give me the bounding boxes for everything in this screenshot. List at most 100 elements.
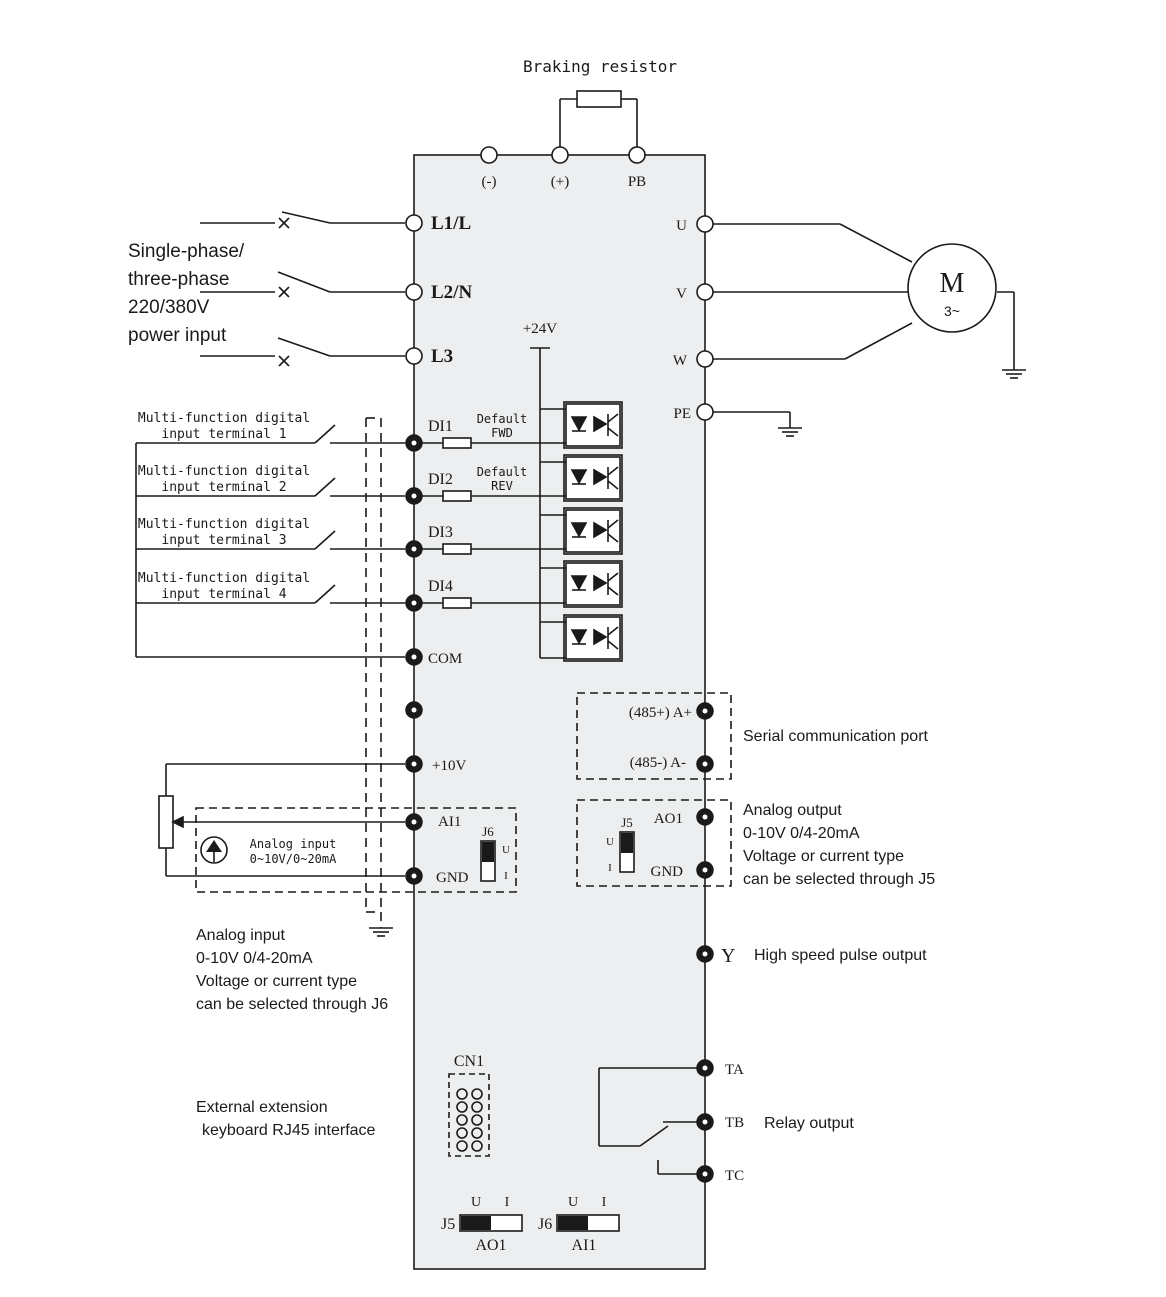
j6-label: J6 (538, 1216, 552, 1233)
di2-desc-1: Multi-function digital (138, 464, 310, 479)
optocoupler-4 (563, 560, 623, 608)
label-com: COM (428, 651, 462, 667)
ai-box-desc-1: Analog input (250, 837, 337, 851)
terminal-w (696, 350, 714, 368)
label-cn1: CN1 (454, 1053, 484, 1070)
label-ai1: AI1 (438, 814, 461, 830)
ai-desc-2: 0-10V 0/4-20mA (196, 950, 313, 967)
ao-desc-4: can be selected through J5 (743, 871, 935, 888)
terminal-u (696, 215, 714, 233)
motor-m: M (940, 268, 965, 299)
analog-input-dashed-box (195, 807, 517, 893)
label-j5-u: U (606, 836, 614, 848)
label-24v: +24V (523, 321, 557, 337)
ai-desc-4: can be selected through J6 (196, 996, 388, 1013)
label-l1: L1/L (431, 213, 471, 234)
power-input-wiring (200, 211, 405, 367)
ai-box-desc-2: 0~10V/0~20mA (250, 852, 337, 866)
braking-resistor (559, 90, 638, 147)
label-j6-mini: J6 (482, 824, 494, 839)
motor-wiring (713, 223, 1026, 437)
terminal-l1 (405, 214, 423, 232)
di3-desc-2: input terminal 3 (161, 533, 286, 548)
j6-i-label: I (602, 1195, 607, 1210)
keyboard-desc-2: keyboard RJ45 interface (202, 1122, 376, 1139)
label-j5-mini: J5 (621, 815, 633, 830)
j6-u-label: U (568, 1195, 578, 1210)
serial-desc: Serial communication port (743, 728, 929, 745)
analog-input-wiring (158, 763, 405, 877)
di2-rev: REV (491, 479, 513, 493)
power-desc-3: 220/380V (128, 297, 210, 318)
drive-body (413, 154, 706, 1270)
relay-desc: Relay output (764, 1115, 854, 1132)
label-j6-u: U (502, 844, 510, 856)
ai-desc-3: Voltage or current type (196, 973, 357, 990)
j5-ao1-label: AO1 (475, 1237, 506, 1254)
j5-i-label: I (505, 1195, 510, 1210)
terminal-minus (480, 146, 498, 164)
optocoupler-3 (563, 507, 623, 555)
shield-dashed (365, 417, 382, 928)
j6-ai1-label: AI1 (572, 1237, 597, 1254)
di4-desc-1: Multi-function digital (138, 571, 310, 586)
power-desc-2: three-phase (128, 269, 229, 290)
serial-dashed-box (576, 692, 732, 780)
terminal-v (696, 283, 714, 301)
label-gnd-ai: GND (436, 870, 469, 886)
cn1-connector (448, 1073, 490, 1157)
di1-default: Default (477, 412, 528, 426)
ground-symbol-shield (369, 927, 393, 937)
motor-symbol (907, 243, 997, 333)
pulse-desc: High speed pulse output (754, 947, 927, 964)
power-desc-1: Single-phase/ (128, 241, 245, 262)
label-a-plus: (485+) A+ (629, 705, 692, 721)
label-ta: TA (725, 1062, 744, 1078)
label-u: U (676, 218, 687, 234)
optocoupler-1 (563, 401, 623, 449)
label-a-minus: (485-) A- (630, 755, 686, 771)
label-di3: DI3 (428, 524, 453, 541)
label-minus: (-) (482, 174, 497, 190)
di2-default: Default (477, 465, 528, 479)
terminal-plus (551, 146, 569, 164)
label-j5-i: I (608, 862, 612, 874)
label-v: V (676, 286, 687, 302)
di3-desc-1: Multi-function digital (138, 517, 310, 532)
terminal-l2 (405, 283, 423, 301)
label-j6-i: I (504, 870, 508, 882)
terminal-l3 (405, 347, 423, 365)
label-tb: TB (725, 1115, 744, 1131)
terminal-pe (696, 403, 714, 421)
ao-desc-2: 0-10V 0/4-20mA (743, 825, 860, 842)
label-di4: DI4 (428, 578, 453, 595)
label-gnd-ao: GND (651, 864, 684, 880)
label-di1: DI1 (428, 418, 453, 435)
keyboard-desc-1: External extension (196, 1099, 328, 1116)
j5-u-label: U (471, 1195, 481, 1210)
cn1-pins (456, 1088, 483, 1152)
di1-desc-2: input terminal 1 (161, 427, 286, 442)
label-tc: TC (725, 1168, 744, 1184)
label-l2: L2/N (431, 282, 472, 303)
ai-desc-1: Analog input (196, 927, 286, 944)
di2-desc-2: input terminal 2 (161, 480, 286, 495)
label-10v: +10V (432, 758, 466, 774)
di1-desc-1: Multi-function digital (138, 411, 310, 426)
optocoupler-5 (563, 614, 623, 662)
optocoupler-2 (563, 454, 623, 502)
ao-desc-3: Voltage or current type (743, 848, 904, 865)
di1-fwd: FWD (491, 426, 513, 440)
terminal-pb (628, 146, 646, 164)
analog-output-dashed-box (576, 799, 732, 887)
power-desc-4: power input (128, 325, 227, 346)
label-y: Y (721, 945, 735, 967)
j5-label: J5 (441, 1216, 455, 1233)
label-pe: PE (673, 406, 691, 422)
label-w: W (673, 353, 688, 369)
label-pb: PB (628, 174, 646, 190)
di4-desc-2: input terminal 4 (161, 587, 286, 602)
relay-wiring (598, 1067, 697, 1175)
